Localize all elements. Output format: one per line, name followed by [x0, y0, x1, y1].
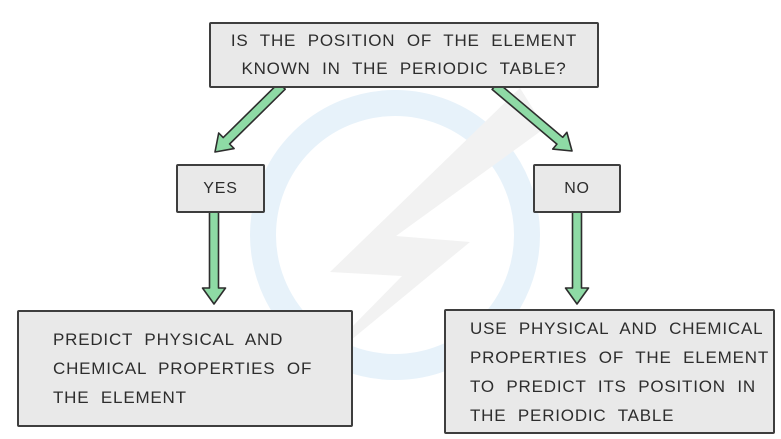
- yes-outcome-text-line: CHEMICAL PROPERTIES OF: [53, 359, 313, 378]
- no-outcome-box: USE PHYSICAL AND CHEMICAL PROPERTIES OF …: [444, 309, 775, 434]
- yes-box: YES: [176, 164, 265, 213]
- question-box: IS THE POSITION OF THE ELEMENT KNOWN IN …: [209, 22, 599, 88]
- yes-outcome-box: PREDICT PHYSICAL AND CHEMICAL PROPERTIES…: [17, 310, 353, 427]
- no-outcome-text-line: THE PERIODIC TABLE: [470, 405, 675, 425]
- yes-label: YES: [203, 179, 238, 197]
- no-outcome-text-line: TO PREDICT ITS POSITION IN: [470, 376, 756, 396]
- no-outcome-text-line: USE PHYSICAL AND CHEMICAL: [470, 318, 764, 338]
- arrow-down-icon: [564, 209, 590, 305]
- no-label: NO: [564, 179, 590, 197]
- watermark-circle-icon: [250, 90, 540, 380]
- arrow-down-right-icon: [491, 81, 573, 152]
- arrow-down-left-icon: [214, 82, 287, 153]
- arrow-down-icon: [201, 209, 227, 305]
- yes-outcome-text-line: THE ELEMENT: [53, 388, 187, 407]
- lightning-bolt-icon: [288, 88, 545, 392]
- no-outcome-text-line: PROPERTIES OF THE ELEMENT: [470, 347, 770, 367]
- question-text-line: KNOWN IN THE PERIODIC TABLE?: [241, 59, 567, 78]
- yes-outcome-text-line: PREDICT PHYSICAL AND: [53, 330, 284, 349]
- no-box: NO: [533, 164, 621, 213]
- question-text-line: IS THE POSITION OF THE ELEMENT: [230, 31, 578, 50]
